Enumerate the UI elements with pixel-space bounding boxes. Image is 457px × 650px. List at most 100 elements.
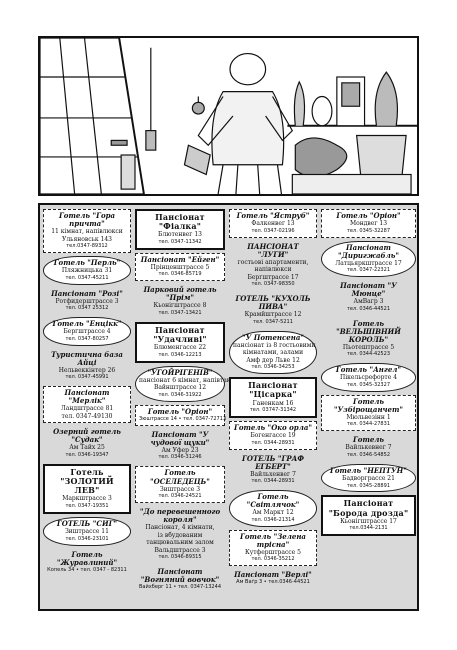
hotel-ad-line: гостьові апартаменти, xyxy=(237,258,309,266)
hotel-ad-line: Ландштрассе 81 xyxy=(60,405,114,413)
hotel-ad-line: Ам Тайх 25 xyxy=(69,444,105,452)
hotel-ad-phone: тел. 0347-11342 xyxy=(158,238,202,245)
hotel-ad-title: Готель "ОСЕЛЕДЕЦЬ" xyxy=(150,468,210,486)
hotel-ad-title: ГОТЕЛЬ "ГРАФ ЕГБЕРТ" xyxy=(242,453,304,471)
hotel-ad-phone: тел. 0344-28931 xyxy=(251,478,295,485)
hotel-ad-line: Мюльвезінн 1 xyxy=(346,413,391,421)
hotel-ad-line: Пьотештрассе 5 xyxy=(342,343,395,351)
hotel-ad-title: Туристична база Айці xyxy=(51,349,123,367)
hotel-ad-title: Пансіонат "Диригжабль" xyxy=(337,242,399,260)
hotel-ad-title: Готель "Оріон" xyxy=(336,211,401,220)
hotel-ad-phone: тел. 0344-42523 xyxy=(346,351,391,358)
hotel-ad-phone: тел. 0346-12213 xyxy=(158,351,202,358)
hotel-ad-phone: тел. 0347-5211 xyxy=(253,318,293,325)
hotel-ad-title: Готель "НЕПТУН" xyxy=(330,465,407,475)
hotel-ad-phone: тел. 0346-54852 xyxy=(346,451,391,458)
hotel-ad-title: Парковий готель "Прім" xyxy=(143,285,217,303)
hotel-ad-line: Блютенвег 13 xyxy=(158,231,202,239)
hotel-ad-line: АмВагр 3 xyxy=(353,298,384,306)
hotel-ad-title: "УГОЙРІГЕНІВ" xyxy=(147,367,213,377)
hotel-ad-line: Бадворграссе 21 xyxy=(342,475,395,482)
hotel-ad-title: Пансіонат "Ейген" xyxy=(140,254,220,264)
hotel-ad-title: Готель "Енцікк" xyxy=(52,319,122,329)
hotel-ad-title: Пансіонат "У Мюнце" xyxy=(340,281,397,299)
hotel-ad: Пансіонат "Вогняний вовчок"Вайхберг 11 •… xyxy=(135,566,225,593)
hotel-ad-title: Озерний готель "Судак" xyxy=(53,427,121,445)
hotel-ad-title: "До перевешенного короля" xyxy=(139,507,221,525)
hotel-ad-title: Готель "ЗОЛОТИЙ ЛЕВ" xyxy=(60,466,114,496)
hotel-ad-line: Блюменгассе 22 xyxy=(153,344,207,352)
hotel-ad: Готель "Журавлиний"Копель 34 • тел. 0347… xyxy=(43,549,131,576)
hotel-ad-line: Ульяновськ 143 xyxy=(62,235,112,243)
hotel-ad-line: кімнатами, залами xyxy=(242,349,304,357)
hotel-ad-title: Пансіонат "Фіалка" xyxy=(155,212,205,232)
hotel-ad-title: Пансіонат "Удачливі" xyxy=(153,324,207,345)
hotel-ad-phone: тел. 03747-31342 xyxy=(249,407,297,414)
hotel-ad-phone: тел. 0345-32287 xyxy=(346,227,391,234)
hotel-ad-phone: Копель 34 • тел. 0347 - 82311 xyxy=(47,566,127,573)
hotel-ad-phone: тел. 0347 25312 xyxy=(65,305,109,312)
hotel-ad-phone: тел. 0344-28931 xyxy=(251,439,295,446)
hotel-ad-line: Бергштрассе 17 xyxy=(247,273,299,281)
hotel-ad-title: Готель "Оріон" xyxy=(147,406,213,416)
hotel-ad-title: Пансіонат "Верлі" xyxy=(234,570,312,580)
hotel-ad: Пансіонат "Верлі"Ам Ваґр 3 • тел.0346-44… xyxy=(229,569,317,588)
hotel-ad-line: пансіонат 6 кімнат, напівтаклюкси xyxy=(139,376,251,384)
hotel-ad-title: Пансіонат "Мерлік" xyxy=(64,388,110,406)
hotel-ad-line: Вайнштрассе 12 xyxy=(153,384,207,392)
hotel-ad-phone: тел. 0347-45211 xyxy=(65,274,109,281)
hotel-ad-phone: Ам Ваґр 3 • тел.0346-44521 xyxy=(236,579,310,586)
hotel-ad-title: "У Потенсена" xyxy=(241,332,304,342)
directory-column-1: Готель "Гора причта"11 кімнат, напівлюкс… xyxy=(43,209,131,579)
hotel-ad-phone: тел. 0347-19351 xyxy=(65,502,109,509)
hotel-ad-phone: тел.0344-2131 xyxy=(349,525,388,532)
hotel-ad-line: Кьонігштрассе 17 xyxy=(340,517,397,525)
hotel-ad-line: Богенгассе 19 xyxy=(250,432,296,440)
hotel-ad-line: тел. 0347-49130 xyxy=(61,412,113,420)
hotel-ad-title: Готель "Око орла" xyxy=(234,423,312,433)
hotel-ad-phone: тел. 0347-02196 xyxy=(251,227,295,234)
hotel-ad-line: напівлюкси xyxy=(254,266,292,274)
hotel-ad-title: Готель "ВЕЛЬШІВНИЙ КОРОЛЬ" xyxy=(336,318,401,344)
hotel-ad: Пансіонат "Диригжабль"Латцьяркштрассе 17… xyxy=(321,240,416,278)
hotel-ad-line: Мондвег 13 xyxy=(349,220,388,228)
hotel-ad: "УГОЙРІГЕНІВ"пансіонат 6 кімнат, напівта… xyxy=(135,365,251,402)
hotel-ad-phone: тел.0347-89312 xyxy=(66,243,108,250)
comic-panel xyxy=(38,36,419,196)
hotel-ad-line: танцювальним залом xyxy=(146,539,214,547)
hotel-ad-phone: тел. 0344-27831 xyxy=(346,421,391,428)
hotel-ad-phone: тел. 0346-85719 xyxy=(158,271,202,278)
hotel-ad-title: ГОТЕЛЬ "КУХОЛЬ ПИВА" xyxy=(235,294,311,312)
hotel-ad-title: ГОТЕЛЬ "СИГ" xyxy=(56,518,118,528)
hotel-ad-title: Готель "Світлячок" xyxy=(246,492,300,510)
hotel-ad-line: Пансіонат, 4 кімнати, xyxy=(145,524,215,532)
hotel-ad: Готель "ВЕЛЬШІВНИЙ КОРОЛЬ"Пьотештрассе 5… xyxy=(321,318,416,361)
hotel-ad-title: Пансіонат "Розі" xyxy=(51,288,123,298)
hotel-ad-line: Латцьяркштрассе 17 xyxy=(335,259,402,267)
hotel-ad-phone: тел. 0346-44521 xyxy=(346,305,391,312)
hotel-ad-phone: тел. 0346-31246 xyxy=(158,454,202,461)
hotel-ad-title: ПАНСІОНАТ "ЛУГИ" xyxy=(247,241,299,259)
hotel-ad-title: Готель "Ангел" xyxy=(335,365,402,375)
hotel-ad-phone: тел. 0346-21314 xyxy=(251,516,295,523)
hotel-ad-title: Пансіонат "У чудової щуки" xyxy=(150,429,210,447)
hotel-ad-line: пансіонат із 8 гостьовими xyxy=(233,341,316,349)
hotel-directory-board: Готель "Гора причта"11 кімнат, напівлюкс… xyxy=(38,203,419,611)
hotel-ad-phone: тел. 0345-28891 xyxy=(346,482,391,489)
hotel-ad-title: Готель "Зелена трісна" xyxy=(240,531,306,549)
